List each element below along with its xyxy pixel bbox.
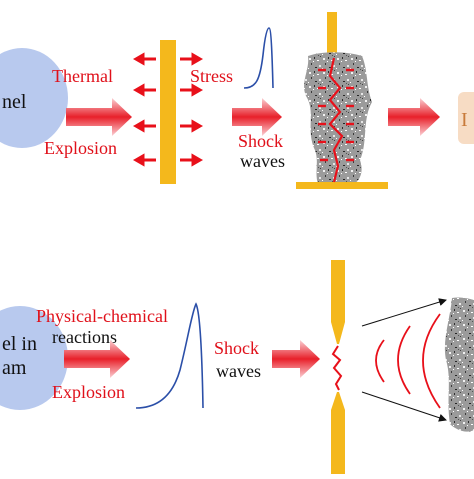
top-stress-pulse: [243, 27, 274, 89]
bottom-waves-label: waves: [216, 361, 261, 381]
bottom-spread-arrow-lower: [361, 391, 447, 422]
bottom-reactions-label-line1: Physical-chemical: [36, 306, 168, 326]
top-result-box: [458, 92, 474, 144]
top-rock-body: [304, 52, 372, 184]
bottom-explosion-label: Explosion: [52, 382, 125, 402]
bottom-source-ellipse: [0, 306, 68, 410]
bottom-rock-specimen: [444, 297, 474, 432]
top-rock-specimen: [296, 12, 388, 189]
top-explosion-label: Explosion: [44, 138, 117, 158]
bottom-pulse: [135, 302, 204, 409]
top-waves-label: waves: [240, 151, 285, 171]
bottom-shock-label: Shock: [214, 338, 259, 358]
bottom-arrow-2: [272, 340, 320, 378]
top-base-plate: [296, 182, 388, 189]
top-row: nel Thermal Explosion Stress: [0, 12, 474, 189]
bottom-source-label-line1: el in: [2, 333, 37, 355]
top-arrow-2: [232, 98, 282, 136]
top-arrow-3: [388, 98, 440, 136]
top-rock-dashes: [318, 68, 354, 162]
top-anchor-rod: [327, 12, 337, 54]
bottom-fracture-line: [331, 345, 343, 391]
bottom-bar-lower: [331, 392, 345, 474]
bottom-wave-fronts: [375, 313, 441, 409]
top-thermal-label: Thermal: [52, 66, 113, 86]
bottom-spread-arrow-upper: [361, 298, 447, 327]
top-source-label: nel: [2, 91, 27, 113]
bottom-arrow-1: [64, 340, 130, 378]
top-arrow-1: [66, 98, 132, 136]
bottom-bar-upper: [331, 260, 345, 344]
bottom-source-label-line2: am: [2, 357, 27, 379]
top-result-label: I: [461, 109, 468, 131]
top-shock-label: Shock: [238, 131, 283, 151]
top-source-ellipse: [0, 48, 68, 148]
bottom-notched-bar: [331, 260, 345, 474]
bottom-row: el in am Physical-chemical reactions Exp…: [0, 260, 474, 474]
top-stress-label: Stress: [190, 66, 233, 86]
top-crack: [328, 57, 344, 183]
top-gold-plate: [160, 40, 176, 184]
top-stress-arrows: [132, 52, 204, 167]
bottom-reactions-label-line2: reactions: [52, 327, 117, 347]
